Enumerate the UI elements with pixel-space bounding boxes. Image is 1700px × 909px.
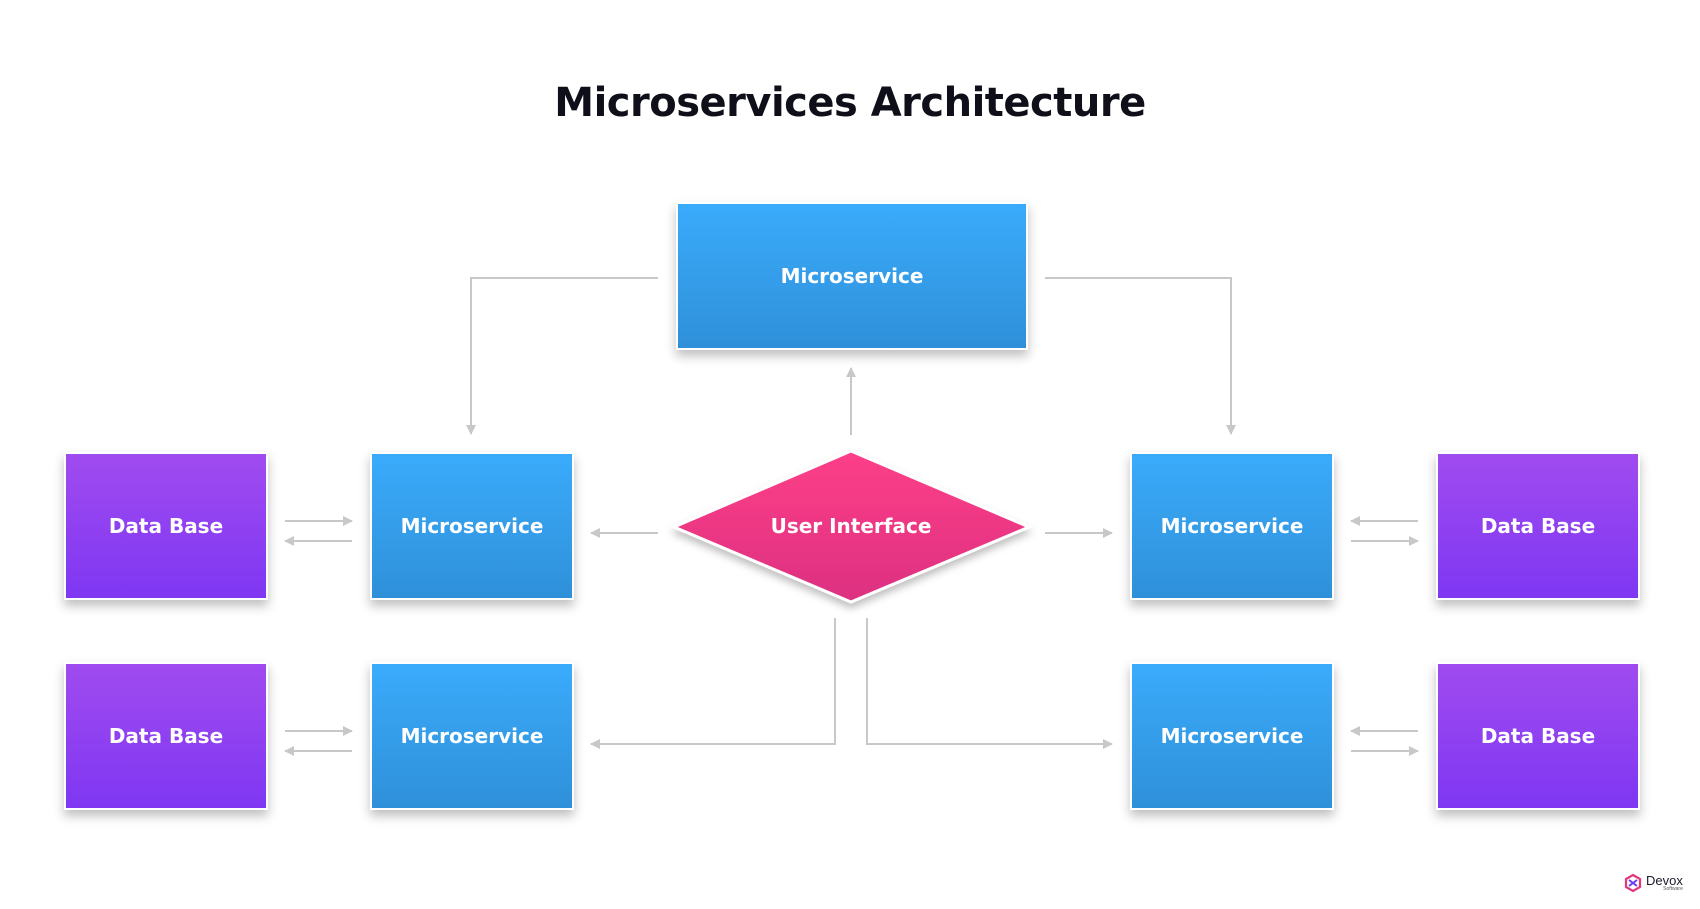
right-database-node-2: Data Base [1436,662,1640,810]
logo-name: Devox [1646,873,1683,888]
edge-ui-to-right-service-2 [866,618,1113,749]
devox-logo: Devox Software [1623,873,1683,893]
top-microservice-node: Microservice [676,202,1028,350]
right-microservice-label-1: Microservice [1160,514,1304,538]
left-microservice-node-2: Microservice [370,662,574,810]
left-database-node-2: Data Base [64,662,268,810]
right-database-label-1: Data Base [1480,514,1596,538]
right-microservice-node-2: Microservice [1130,662,1334,810]
user-interface-diamond [670,449,1033,604]
devox-logo-icon [1624,873,1642,893]
diagram-title: Microservices Architecture [554,80,1146,126]
right-database-label-2: Data Base [1480,724,1596,748]
left-database-node-1: Data Base [64,452,268,600]
top-microservice-label: Microservice [780,264,924,288]
left-microservice-label-2: Microservice [400,724,544,748]
left-database-label-2: Data Base [108,724,224,748]
left-microservice-node-1: Microservice [370,452,574,600]
user-interface-label: User Interface [770,514,932,538]
edge-ui-to-left-service-2 [590,618,836,749]
logo-subtitle: Software [1663,886,1683,892]
right-database-node-1: Data Base [1436,452,1640,600]
edge-top-service-to-right-service [1045,277,1236,435]
right-microservice-label-2: Microservice [1160,724,1304,748]
right-microservice-node-1: Microservice [1130,452,1334,600]
left-microservice-label-1: Microservice [400,514,544,538]
left-database-label-1: Data Base [108,514,224,538]
edge-top-service-to-left-service [466,277,658,435]
